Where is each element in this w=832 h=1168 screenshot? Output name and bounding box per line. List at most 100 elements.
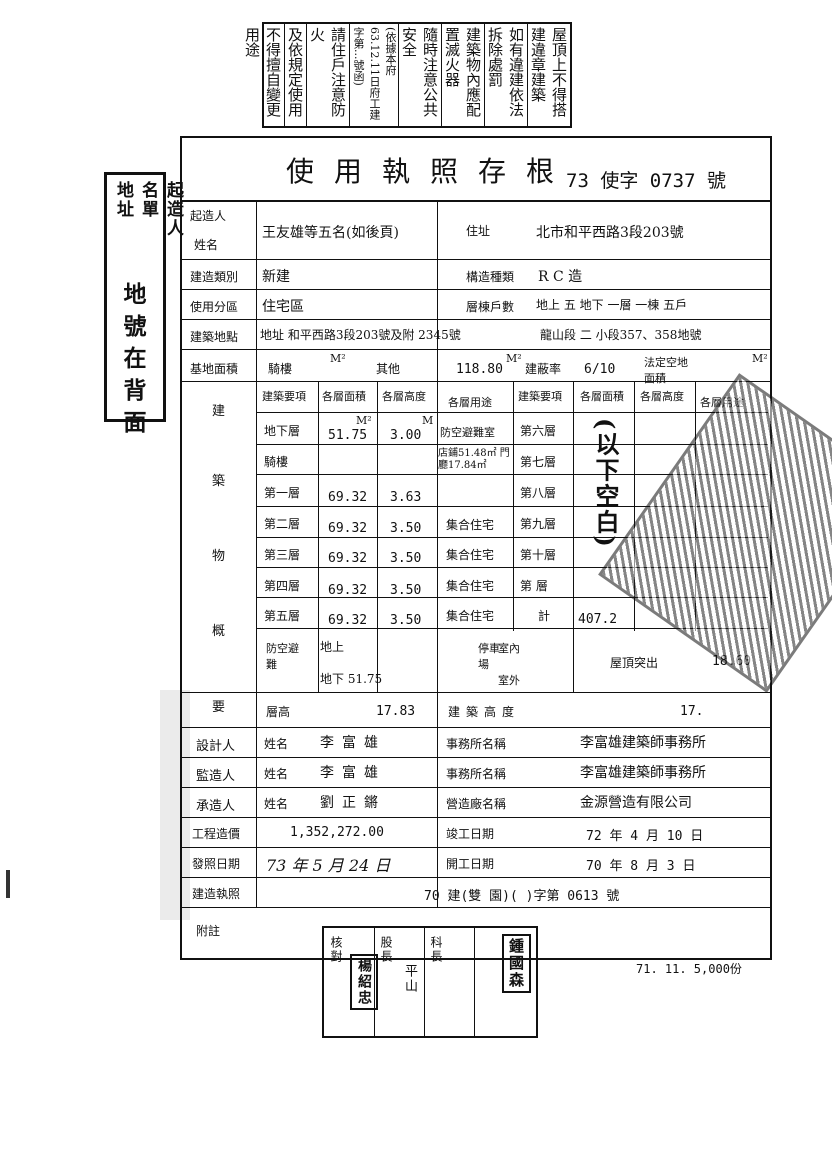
floor-name-right: 第十層 xyxy=(520,548,557,562)
grid-line xyxy=(256,628,768,629)
grid-line xyxy=(374,928,375,1036)
approval-item: 核對 xyxy=(329,936,343,964)
supervisor-name: 李富雄 xyxy=(320,765,386,781)
floor-name: 第三層 xyxy=(264,548,301,562)
top-regulation-stamp: 屋頂上不得搭建違章建築 如有違建依法拆除處罰 建築物內應配置滅火器 隨時注意公共… xyxy=(243,22,572,128)
issue-value: 73 年 5 月 24 日 xyxy=(266,856,391,875)
parking-out: 室外 xyxy=(498,674,520,687)
grid-line xyxy=(180,847,770,848)
grid-line xyxy=(180,757,770,758)
floor-name-right: 第九層 xyxy=(520,517,557,531)
unit-m2: M² xyxy=(356,414,372,427)
floor-name: 第五層 xyxy=(264,609,301,623)
building-summary-char: 概 xyxy=(212,624,226,639)
grid-line xyxy=(256,474,768,475)
floor-use: 店鋪51.48㎡ 門廳17.84㎡ xyxy=(438,448,510,471)
name-label: 姓名 xyxy=(264,797,289,811)
grid-line xyxy=(256,412,768,413)
grid-line xyxy=(180,787,770,788)
designer-label: 設計人 xyxy=(196,739,236,754)
permit-number: 73 使字 0737 號 xyxy=(566,170,726,192)
stamp-small-text: 名單 xyxy=(138,181,158,219)
grid-line xyxy=(256,537,768,538)
unit-m2: M² xyxy=(752,352,768,365)
shelter-above: 地上 xyxy=(320,640,345,654)
total-label: 計 xyxy=(538,609,551,623)
floor-height: 3.00 xyxy=(390,428,422,443)
stamp-line: 及依規定使用 xyxy=(286,27,304,117)
building-summary-char: 要 xyxy=(212,700,226,715)
shelter-label: 防空避難 xyxy=(266,642,299,671)
build-category-value: 新建 xyxy=(262,269,290,285)
total-area: 407.2 xyxy=(578,612,618,627)
supervisor-label: 監造人 xyxy=(196,769,236,784)
site-value: 地址 和平西路3段203號及附 2345號 xyxy=(260,328,461,342)
lot-value: 龍山段 二 小段357、358地號 xyxy=(540,328,702,342)
floor-name-right: 第 層 xyxy=(520,579,548,593)
site-label: 建築地點 xyxy=(190,330,239,344)
scan-noise xyxy=(6,870,10,898)
office-label: 事務所名稱 xyxy=(446,737,507,751)
stamp-line: 建築物內應配置滅火器 xyxy=(443,27,482,117)
print-footer: 71. 11. 5,000份 xyxy=(636,962,742,976)
below-blank-note: (以下空白) xyxy=(591,418,620,549)
grid-line xyxy=(513,381,514,631)
stamp-line: 不得擅自變更用途 xyxy=(243,27,282,117)
zone-label: 使用分區 xyxy=(190,300,239,314)
approval-stamp: 核對 股長 科長 楊紹忠 平山 鍾國森 xyxy=(322,926,538,1038)
floor-height: 3.50 xyxy=(390,583,422,598)
owner-label: 起造人 xyxy=(190,209,227,223)
approver-seal: 平山 xyxy=(402,964,417,994)
build-category-label: 建造類別 xyxy=(190,270,239,284)
grid-line xyxy=(180,319,770,320)
arcade-label: 騎樓 xyxy=(268,362,293,376)
office-label: 事務所名稱 xyxy=(446,767,507,781)
remark-label: 附註 xyxy=(196,924,221,938)
floor-name: 第四層 xyxy=(264,579,301,593)
other-label: 其他 xyxy=(376,362,401,376)
site-area-label: 基地面積 xyxy=(190,362,239,376)
approver-seal: 楊紹忠 xyxy=(350,954,378,1010)
owner-label-2: 姓名 xyxy=(194,238,219,252)
grid-line xyxy=(474,928,475,1036)
grid-line xyxy=(573,381,574,692)
unit-m: M xyxy=(422,414,434,427)
floor-use: 集合住宅 xyxy=(446,579,495,593)
cost-value: 1,352,272.00 xyxy=(290,825,384,840)
floor-name: 第二層 xyxy=(264,517,301,531)
name-label: 姓名 xyxy=(264,767,289,781)
left-note-stamp: 起造人 名單 地址 地 號 在 背 面 xyxy=(104,172,183,436)
cost-label: 工程造價 xyxy=(192,827,241,841)
contractor-office: 金源營造有限公司 xyxy=(580,795,692,811)
stamp-line: 如有違建依法拆除處罰 xyxy=(486,27,525,117)
stamp-big-char: 號 xyxy=(123,313,147,340)
floors-value: 地上 五 地下 一層 一棟 五戶 xyxy=(536,298,688,312)
scan-noise xyxy=(160,690,190,920)
floor-area: 69.32 xyxy=(328,490,368,505)
grid-line xyxy=(256,444,768,445)
open-space-label: 法定空地面積 xyxy=(644,356,688,385)
stamp-big-char: 面 xyxy=(123,409,147,436)
approver-seal: 鍾國森 xyxy=(502,934,531,993)
grid-line xyxy=(256,597,768,598)
stamp-line: 隨時注意公共安全 xyxy=(400,27,439,117)
storey-height-value: 17.83 xyxy=(376,704,416,719)
completion-value: 72 年 4 月 10 日 xyxy=(586,829,704,844)
floor-area: 51.75 xyxy=(328,428,368,443)
parking-in: 室內 xyxy=(498,642,520,655)
address-value: 北市和平西路3段203號 xyxy=(536,225,684,241)
floor-name-right: 第七層 xyxy=(520,455,557,469)
completion-label: 竣工日期 xyxy=(446,827,495,841)
grid-line xyxy=(180,200,770,202)
address-label: 住址 xyxy=(466,224,491,238)
floor-area: 69.32 xyxy=(328,521,368,536)
grid-line xyxy=(256,567,768,568)
col-header: 建築要項 xyxy=(518,390,562,403)
grid-line xyxy=(377,381,378,692)
grid-line xyxy=(180,817,770,818)
parking-label: 停車場 xyxy=(478,642,500,671)
stamp-line: (依據本府63.12.11日府工建字第...號函) xyxy=(352,27,397,120)
col-header: 各層高度 xyxy=(382,390,426,403)
building-summary-char: 建 xyxy=(212,404,226,419)
floor-height: 3.63 xyxy=(390,490,422,505)
